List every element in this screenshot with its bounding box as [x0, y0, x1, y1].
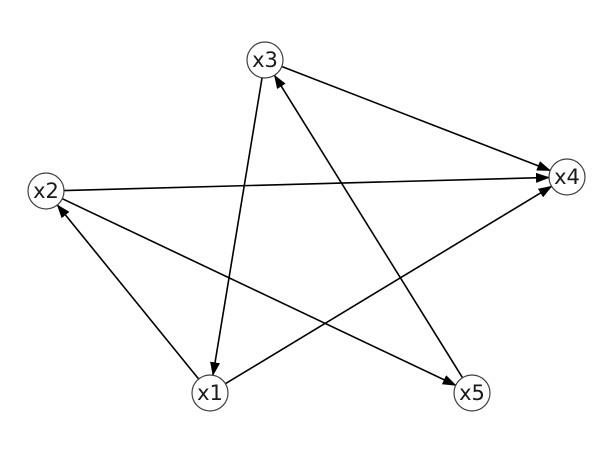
- node-x4: x4: [548, 158, 586, 196]
- node-x3: x3: [246, 41, 284, 79]
- node-x5: x5: [453, 374, 491, 412]
- edge-x1-to-x4: [224, 185, 553, 385]
- edge-x3-to-x4: [281, 65, 552, 172]
- node-circle: [27, 172, 65, 210]
- node-x2: x2: [27, 172, 65, 210]
- node-label: x4: [554, 165, 580, 189]
- node-circle: [246, 41, 284, 79]
- edge-x3-to-x1: [210, 77, 263, 377]
- node-circle: [191, 374, 229, 412]
- node-label: x2: [33, 179, 59, 203]
- edge-x1-to-x2: [56, 204, 200, 380]
- nodes: x1 x2 x3 x4 x5: [27, 41, 586, 412]
- node-circle: [548, 158, 586, 196]
- edges: [56, 65, 553, 387]
- edge-x2-to-x5: [61, 197, 457, 387]
- edge-x5-to-x3: [273, 74, 464, 379]
- node-x1: x1: [191, 374, 229, 412]
- node-label: x5: [459, 381, 485, 405]
- node-label: x3: [252, 48, 278, 72]
- node-label: x1: [197, 381, 223, 405]
- edge-x2-to-x4: [63, 172, 551, 192]
- node-circle: [453, 374, 491, 412]
